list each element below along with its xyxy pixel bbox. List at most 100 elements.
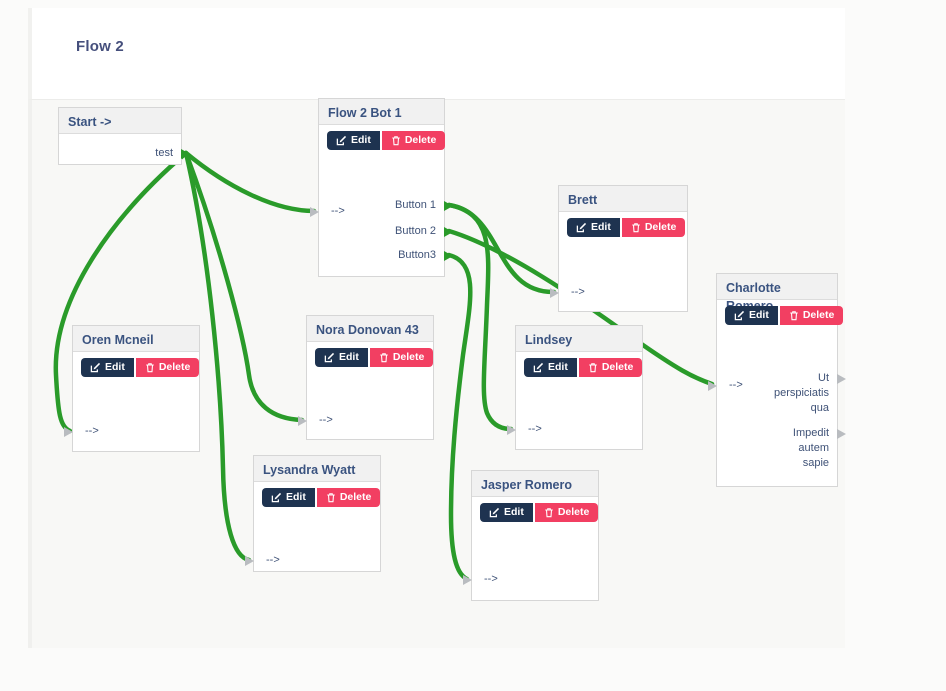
input-port-nora[interactable] — [298, 416, 307, 426]
node-jasper-title: Jasper Romero — [481, 478, 573, 492]
edit-icon — [271, 492, 282, 503]
output-port-label: Button 1 — [395, 199, 436, 211]
delete-button[interactable]: Delete — [316, 488, 381, 507]
node-actions: Edit Delete — [254, 482, 381, 513]
delete-label: Delete — [557, 506, 590, 519]
node-jasper[interactable]: Jasper Romero Edit Delete --> — [463, 470, 599, 601]
node-brett-header[interactable]: Brett — [559, 186, 687, 212]
delete-button[interactable]: Delete — [621, 218, 686, 237]
output-port-label: test — [155, 147, 173, 159]
input-port-bot1[interactable] — [310, 207, 319, 217]
connection-bot1-button2-to-charlotte-in[interactable] — [446, 228, 715, 387]
delete-button[interactable]: Delete — [135, 358, 200, 377]
node-brett[interactable]: Brett Edit Delete --> — [550, 185, 688, 312]
edit-button[interactable]: Edit — [524, 358, 577, 377]
input-port-charlotte[interactable] — [708, 381, 717, 391]
node-oren[interactable]: Oren Mcneil Edit Delete --> — [64, 325, 200, 452]
output-port-bot1[interactable] — [444, 251, 453, 261]
output-port-start[interactable] — [181, 149, 190, 159]
delete-label: Delete — [392, 351, 425, 364]
edit-icon — [576, 222, 587, 233]
trash-icon — [545, 508, 553, 518]
input-port-jasper[interactable] — [463, 575, 472, 585]
edit-label: Edit — [548, 361, 568, 374]
output-port-label: Button 2 — [395, 225, 436, 237]
input-port-label: --> — [319, 414, 333, 426]
delete-button[interactable]: Delete — [369, 348, 434, 367]
input-port-label: --> — [331, 205, 345, 217]
node-start-header[interactable]: Start -> — [59, 108, 181, 134]
edit-icon — [90, 362, 101, 373]
node-brett-title: Brett — [568, 193, 598, 207]
input-port-brett[interactable] — [550, 288, 559, 298]
edit-button[interactable]: Edit — [327, 131, 380, 150]
node-lindsey[interactable]: Lindsey Edit Delete --> — [507, 325, 643, 450]
delete-button[interactable]: Delete — [779, 306, 844, 325]
output-port-label: Button3 — [398, 249, 436, 261]
node-lindsey-title: Lindsey — [525, 333, 573, 347]
delete-label: Delete — [644, 221, 677, 234]
node-start[interactable]: Start -> test — [58, 107, 190, 165]
node-oren-header[interactable]: Oren Mcneil — [73, 326, 199, 352]
input-port-label: --> — [266, 554, 280, 566]
edit-button[interactable]: Edit — [262, 488, 315, 507]
edit-icon — [324, 352, 335, 363]
input-port-label: --> — [85, 425, 99, 437]
flow-header-bar: Flow 2 — [28, 8, 845, 100]
node-lysandra-title: Lysandra Wyatt — [263, 463, 356, 477]
edit-label: Edit — [504, 506, 524, 519]
input-port-lysandra[interactable] — [245, 556, 254, 566]
node-nora-header[interactable]: Nora Donovan 43 — [307, 316, 433, 342]
connection-start-test-to-bot1-in[interactable] — [183, 150, 317, 214]
edit-label: Edit — [749, 309, 769, 322]
node-charlotte-header[interactable]: Charlotte Romero — [717, 274, 837, 313]
trash-icon — [380, 353, 388, 363]
edit-label: Edit — [105, 361, 125, 374]
flow-title: Flow 2 — [76, 38, 124, 55]
node-flow2bot1-header[interactable]: Flow 2 Bot 1 — [319, 99, 444, 125]
connection-bot1-button3-to-jasper-in[interactable] — [446, 252, 473, 582]
edit-icon — [533, 362, 544, 373]
input-port-label: --> — [571, 286, 585, 298]
output-port-bot1[interactable] — [444, 227, 453, 237]
trash-icon — [146, 363, 154, 373]
output-port-charlotte[interactable] — [837, 374, 846, 384]
output-port-charlotte[interactable] — [837, 429, 846, 439]
node-jasper-header[interactable]: Jasper Romero — [472, 471, 598, 497]
input-port-label: --> — [729, 379, 743, 391]
edit-button[interactable]: Edit — [567, 218, 620, 237]
edit-button[interactable]: Edit — [315, 348, 368, 367]
edit-button[interactable]: Edit — [480, 503, 533, 522]
connection-start-test-to-nora-in[interactable] — [183, 150, 305, 423]
delete-label: Delete — [339, 491, 372, 504]
delete-button[interactable]: Delete — [578, 358, 643, 377]
output-port-label: Ut perspiciatis qua — [773, 372, 829, 414]
connection-start-test-to-oren-in[interactable] — [53, 150, 189, 434]
node-actions: Edit Delete — [73, 352, 200, 383]
trash-icon — [589, 363, 597, 373]
connection-start-test-to-lysandra-in[interactable] — [183, 150, 252, 563]
node-actions: Edit Delete — [307, 342, 434, 373]
node-lysandra[interactable]: Lysandra Wyatt Edit Delete --> — [245, 455, 381, 572]
node-charlotte[interactable]: Charlotte Romero Edit Delete --> Ut persp… — [708, 273, 846, 487]
node-lindsey-header[interactable]: Lindsey — [516, 326, 642, 352]
edit-button[interactable]: Edit — [81, 358, 134, 377]
delete-label: Delete — [601, 361, 634, 374]
output-port-bot1[interactable] — [444, 201, 453, 211]
node-actions: Edit Delete — [472, 497, 599, 528]
node-nora[interactable]: Nora Donovan 43 Edit Delete --> — [298, 315, 434, 440]
output-port-label: Impedit autem sapie — [792, 427, 829, 469]
delete-button[interactable]: Delete — [381, 131, 446, 150]
edit-icon — [734, 310, 745, 321]
node-flow2bot1[interactable]: Flow 2 Bot 1 Edit Delete --> Button 1 Butt… — [310, 98, 453, 277]
node-lysandra-header[interactable]: Lysandra Wyatt — [254, 456, 380, 482]
input-port-label: --> — [528, 423, 542, 435]
delete-button[interactable]: Delete — [534, 503, 599, 522]
node-start-title: Start -> — [68, 115, 112, 129]
input-port-lindsey[interactable] — [507, 425, 516, 435]
edit-button[interactable]: Edit — [725, 306, 778, 325]
input-port-oren[interactable] — [64, 427, 73, 437]
node-actions: Edit Delete — [559, 212, 687, 243]
connection-bot1-button1-to-lindsey-in[interactable] — [446, 202, 514, 432]
